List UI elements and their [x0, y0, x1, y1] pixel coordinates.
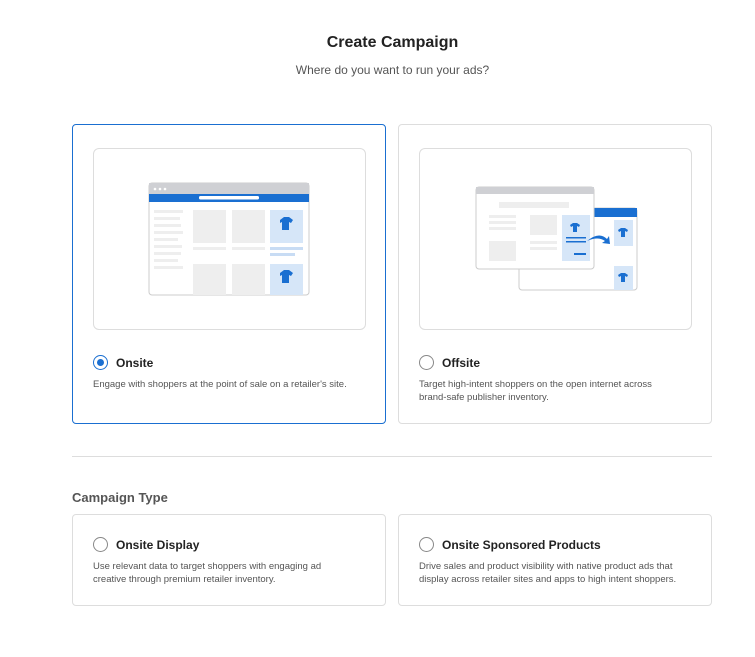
onsite-display-radio[interactable] [93, 537, 108, 552]
sponsored-products-description: Drive sales and product visibility with … [419, 561, 677, 585]
placement-card-offsite[interactable]: Offsite Target high-intent shoppers on t… [398, 124, 712, 424]
offsite-description: Target high-intent shoppers on the open … [419, 379, 652, 403]
offsite-radio[interactable] [419, 355, 434, 370]
offsite-illustration [419, 148, 692, 330]
placement-card-onsite[interactable]: Onsite Engage with shoppers at the point… [72, 124, 386, 424]
offsite-label: Offsite [442, 356, 481, 370]
campaign-type-heading: Campaign Type [72, 490, 168, 505]
onsite-display-label: Onsite Display [116, 538, 200, 552]
campaign-type-onsite-display[interactable]: Onsite Display Use relevant data to targ… [72, 514, 386, 606]
page-title: Create Campaign [326, 34, 459, 51]
onsite-description: Engage with shoppers at the point of sal… [93, 379, 347, 390]
sponsored-products-label: Onsite Sponsored Products [442, 538, 601, 552]
page-subtitle: Where do you want to run your ads? [295, 63, 490, 77]
campaign-type-onsite-sponsored-products[interactable]: Onsite Sponsored Products Drive sales an… [398, 514, 712, 606]
onsite-illustration [93, 148, 366, 330]
onsite-label: Onsite [116, 356, 154, 370]
sponsored-products-radio[interactable] [419, 537, 434, 552]
section-divider [72, 456, 712, 457]
onsite-radio[interactable] [93, 355, 108, 370]
onsite-display-description: Use relevant data to target shoppers wit… [93, 561, 322, 585]
